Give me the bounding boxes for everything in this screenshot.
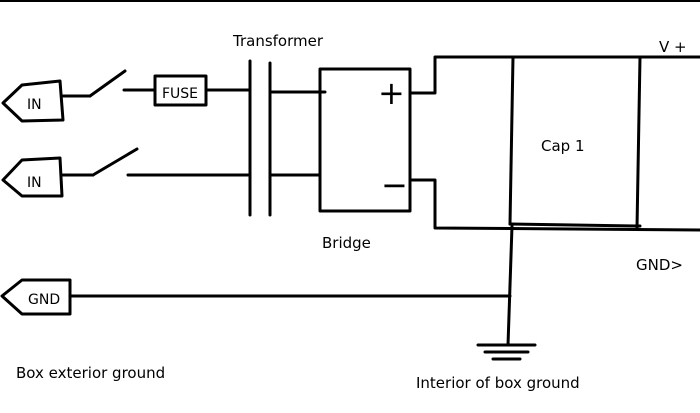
transformer-label: Transformer — [232, 32, 324, 50]
bridge-minus-label: − — [381, 166, 408, 204]
cap-left-plate — [508, 55, 515, 226]
wire-positive-rail — [408, 55, 700, 95]
box-exterior-ground-label: Box exterior ground — [16, 364, 165, 382]
fuse-label: FUSE — [162, 86, 198, 102]
interior-ground-label: Interior of box ground — [416, 374, 580, 392]
bridge-box — [318, 67, 412, 213]
vplus-label: V + — [659, 38, 687, 56]
switch-1 — [88, 69, 127, 98]
in-bottom-label: IN — [27, 175, 42, 191]
bridge-label: Bridge — [322, 234, 371, 252]
ground-drop — [506, 224, 514, 347]
gnd-output-label: GND> — [636, 256, 683, 274]
switch-2 — [91, 147, 139, 177]
cap-bottom-edge — [508, 222, 642, 228]
cap-right-plate — [635, 55, 642, 230]
bridge-plus-label: + — [378, 74, 405, 112]
cap-label: Cap 1 — [541, 137, 585, 155]
in-connector-2 — [1, 156, 64, 198]
gnd-connector-label: GND — [28, 292, 60, 308]
in-connector-1 — [1, 79, 65, 123]
wire-negative-rail — [408, 178, 700, 232]
in-top-label: IN — [27, 97, 42, 113]
